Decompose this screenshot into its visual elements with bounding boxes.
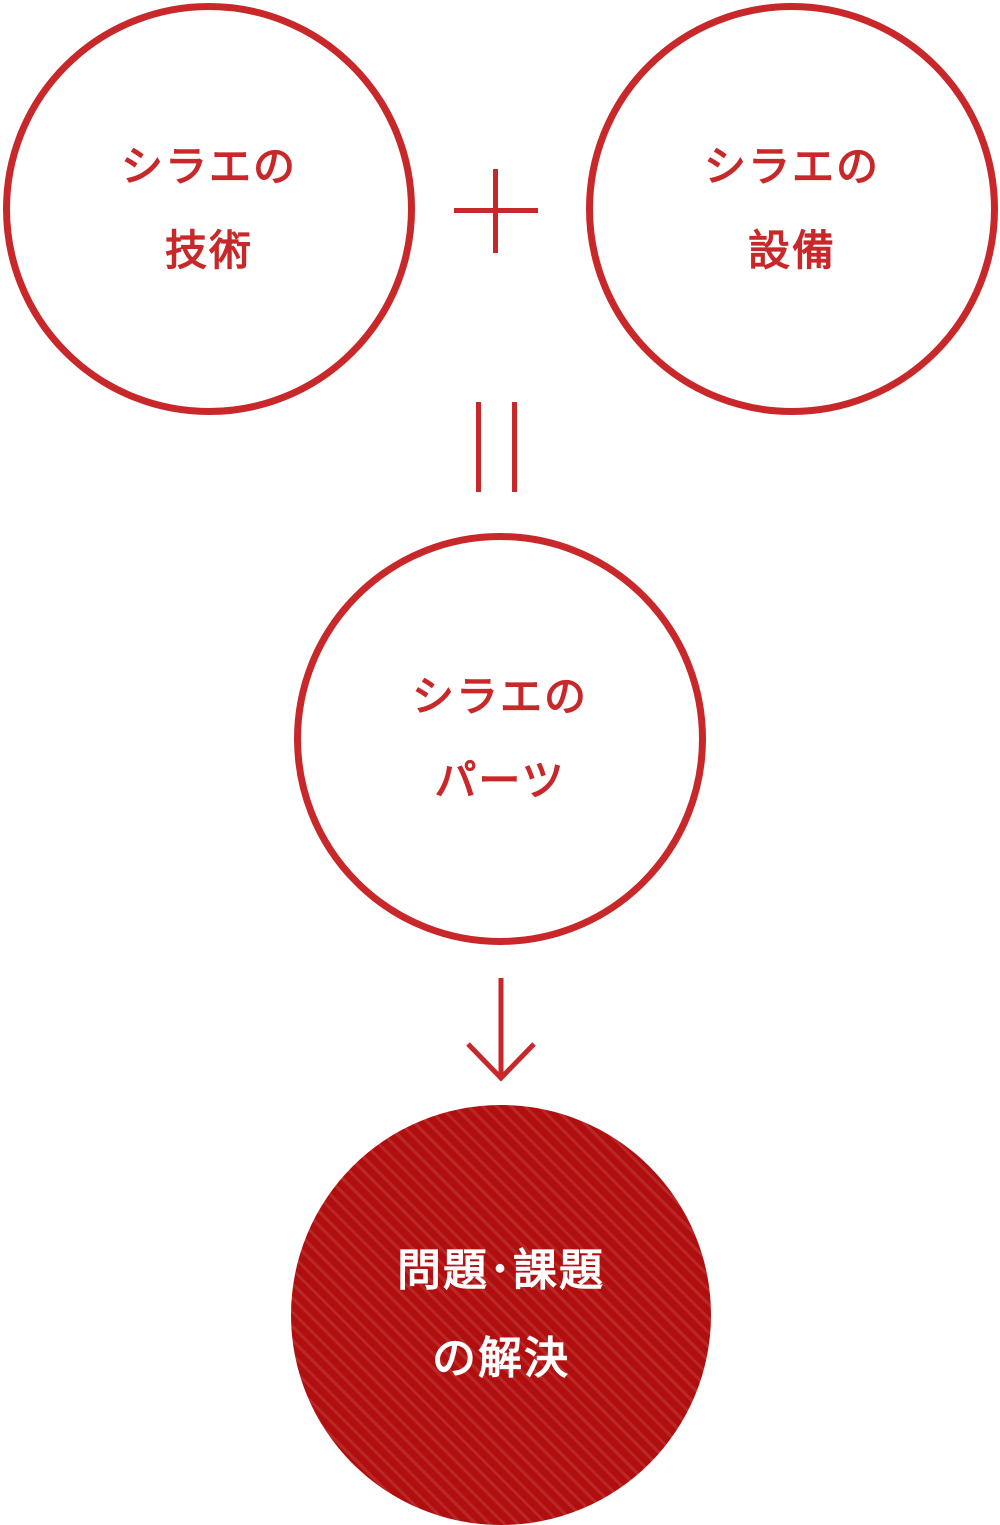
solution-label-line1: 問題･課題: [397, 1245, 605, 1296]
parts-label-line2: パーツ: [434, 756, 566, 805]
equals-sign-bar-left: [476, 402, 481, 492]
solution-label-line2: の解決: [432, 1333, 570, 1384]
parts-circle: シラエの パーツ: [294, 533, 706, 945]
equipment-label-line2: 設備: [747, 226, 836, 275]
equipment-label-line1: シラエの: [703, 142, 880, 191]
technology-label-line1: シラエの: [120, 142, 297, 191]
technology-circle: シラエの 技術: [3, 3, 415, 415]
solution-circle: 問題･課題 の解決: [291, 1105, 711, 1525]
plus-sign-vertical: [493, 169, 498, 253]
parts-label-line1: シラエの: [411, 672, 588, 721]
equipment-circle: シラエの 設備: [586, 3, 998, 415]
technology-label-line2: 技術: [164, 226, 253, 275]
equals-sign-bar-right: [512, 402, 517, 492]
down-arrow-icon: [466, 978, 536, 1082]
